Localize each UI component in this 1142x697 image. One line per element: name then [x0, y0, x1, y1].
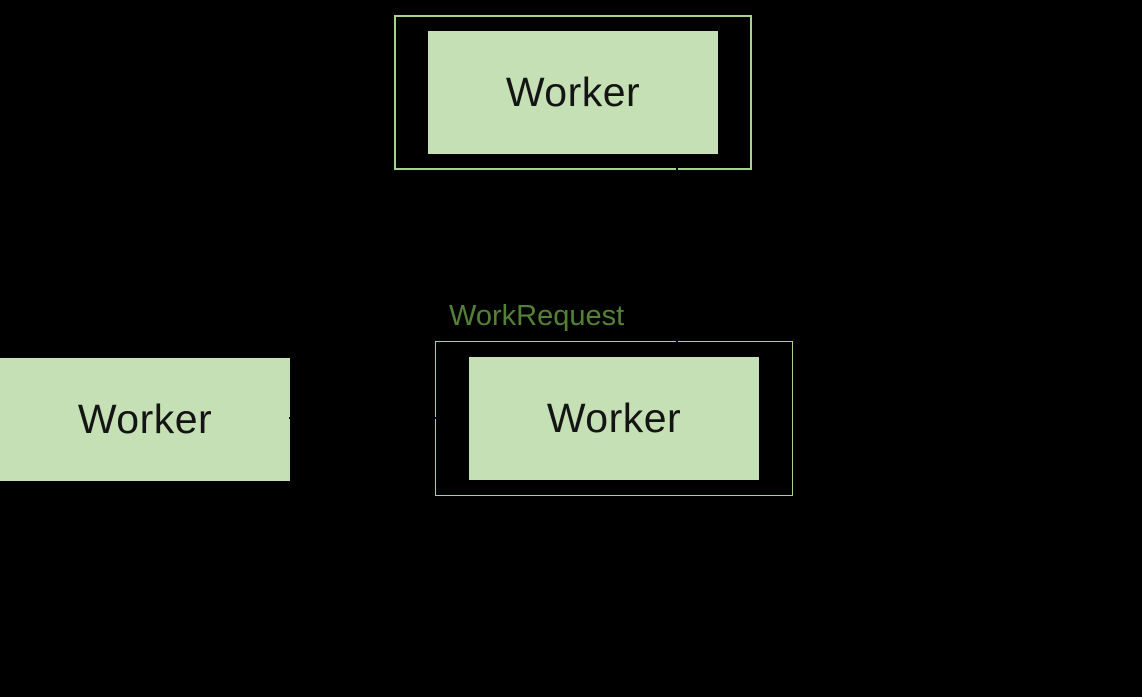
worker-node-middle: Worker — [469, 357, 759, 480]
connector-top-to-middle — [676, 166, 678, 346]
group-box-middle: Worker — [435, 341, 793, 496]
worker-node-top-label: Worker — [505, 69, 641, 115]
workrequest-label: WorkRequest — [449, 300, 625, 332]
worker-node-top: Worker — [428, 31, 718, 154]
worker-node-left: Worker — [0, 358, 290, 481]
group-box-top: Worker — [394, 15, 752, 170]
connector-left-to-middle — [289, 417, 437, 419]
worker-node-left-label: Worker — [77, 396, 213, 442]
worker-node-middle-label: Worker — [546, 395, 682, 441]
